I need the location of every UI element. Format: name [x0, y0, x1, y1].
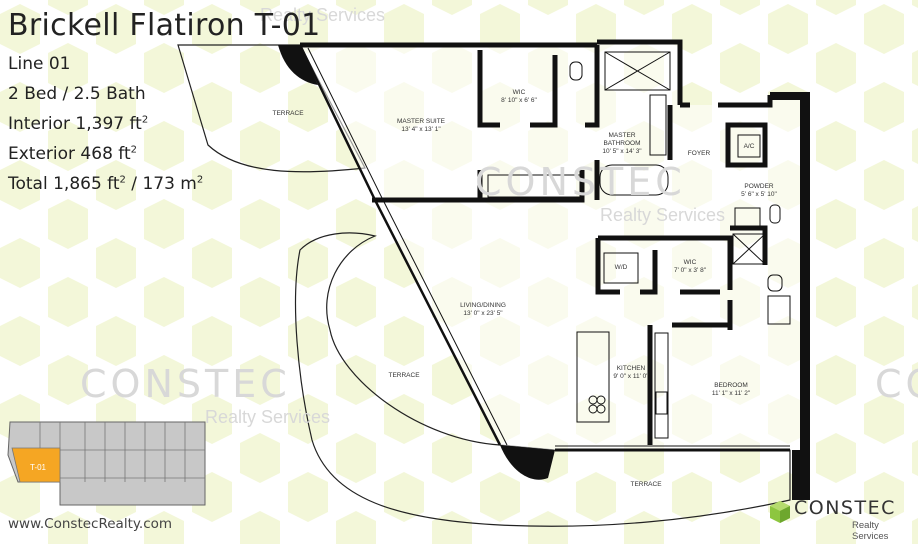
- sup-symbol: 2: [196, 174, 204, 186]
- terrace-label-north: TERRACE: [272, 110, 304, 117]
- logo-gem-icon: [770, 501, 790, 523]
- logo-subtitle: Realty Services: [852, 520, 889, 542]
- sup-symbol: 2: [119, 174, 126, 186]
- bedroom-dim: 11' 1" x 11' 2": [711, 390, 751, 397]
- master-bath-name: MASTER BATHROOM: [603, 132, 641, 147]
- powder-dim: 5' 6" x 5' 10": [741, 191, 777, 198]
- living-dim: 13' 0" x 23' 5": [463, 310, 503, 317]
- watermark-tagline: Realty Services: [205, 407, 331, 427]
- corner-column-south: [500, 445, 555, 480]
- exterior-area: Exterior 468 ft2: [8, 144, 137, 164]
- keyplan-unit-label: T-01: [30, 463, 47, 472]
- exterior-area-value: Exterior 468 ft: [8, 144, 131, 164]
- glazing: [298, 44, 790, 452]
- watermark-tagline-2: Realty Services: [600, 205, 726, 225]
- sup-symbol: 2: [141, 114, 149, 126]
- brand-logo: CONSTEC Realty Services: [768, 496, 908, 542]
- wic-name: WIC: [683, 259, 697, 266]
- total-area-value: Total 1,865 ft: [8, 174, 120, 194]
- ac-label: A/C: [743, 143, 755, 150]
- wd-label: W/D: [614, 264, 628, 271]
- terrace-label-west: TERRACE: [388, 372, 420, 379]
- wic-dim: 8' 10" x 6' 6": [501, 97, 537, 104]
- wic-name: WIC: [512, 89, 526, 96]
- corner-column-nw: [278, 45, 318, 85]
- wic-dim: 7' 0" x 3' 8": [673, 267, 707, 274]
- living-name: LIVING/DINING: [460, 302, 506, 309]
- total-area-metric: / 173 m: [125, 174, 197, 194]
- keyplan: T-01: [7, 421, 206, 506]
- exterior-column-east: [792, 92, 810, 500]
- watermark-brand: CONSTEC: [80, 362, 291, 406]
- exterior-column-north: [770, 92, 800, 100]
- watermark-tagline-4: Realty Services: [260, 5, 386, 25]
- watermark-brand-2: CONSTEC: [475, 160, 686, 204]
- logo-wordmark: CONSTEC: [794, 497, 896, 519]
- beds-baths: 2 Bed / 2.5 Bath: [8, 84, 146, 104]
- kitchen-dim: 9' 0" x 11' 0": [613, 373, 649, 380]
- interior-area: Interior 1,397 ft2: [8, 114, 148, 134]
- master-suite-name: MASTER SUITE: [396, 118, 446, 125]
- line-label: Line 01: [8, 54, 71, 74]
- keyplan-unit-highlight: [11, 447, 61, 483]
- total-area: Total 1,865 ft2 / 173 m2: [8, 174, 203, 194]
- terrace-label-south: TERRACE: [630, 481, 662, 488]
- page-title: Brickell Flatiron T-01: [8, 8, 321, 43]
- website-link[interactable]: www.ConstecRealty.com: [8, 516, 173, 532]
- master-bath-dim: 10' 5" x 14' 3": [602, 148, 642, 155]
- sup-symbol: 2: [130, 144, 138, 156]
- foyer-label: FOYER: [687, 150, 711, 157]
- kitchen-name: KITCHEN: [616, 365, 646, 372]
- unit-interior: [300, 42, 800, 450]
- watermark-brand-3: CONSTEC: [875, 362, 918, 406]
- interior-area-value: Interior 1,397 ft: [8, 114, 142, 134]
- fixtures: [487, 51, 791, 439]
- master-suite-dim: 13' 4" x 13' 1": [401, 126, 441, 133]
- powder-name: POWDER: [744, 183, 774, 190]
- bedroom-name: BEDROOM: [714, 382, 748, 389]
